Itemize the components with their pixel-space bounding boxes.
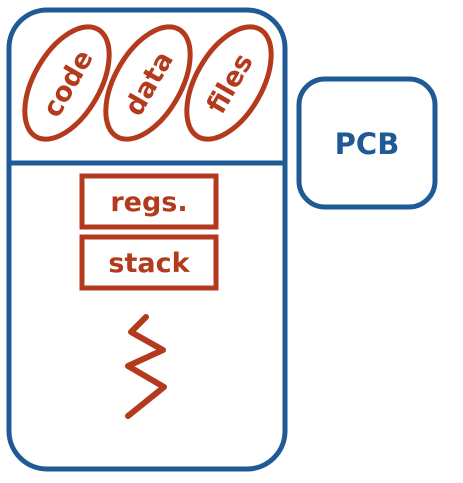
registers-box [79, 173, 219, 230]
segment-files-ellipse [184, 24, 274, 142]
stack-box [79, 234, 219, 291]
stack-label: stack [108, 248, 190, 279]
squiggle-thread-icon [125, 314, 167, 419]
registers-label: regs. [110, 187, 187, 218]
process-box [6, 7, 288, 472]
pcb-label: PCB [335, 127, 400, 161]
pcb-box [296, 76, 438, 210]
segment-data-ellipse [103, 24, 193, 142]
segment-code-ellipse [22, 24, 112, 142]
